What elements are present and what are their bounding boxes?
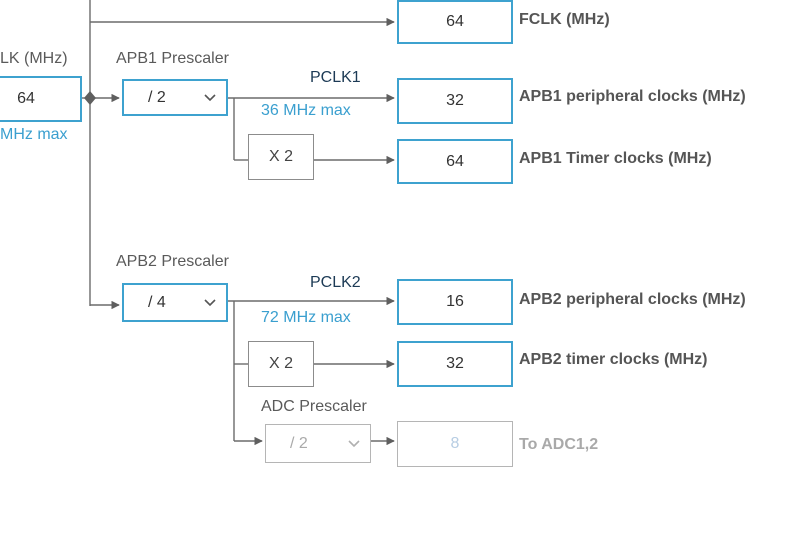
chevron-down-icon <box>204 298 216 306</box>
apb1-timer-multiplier: X 2 <box>248 134 314 180</box>
apb2-peripheral-label: APB2 peripheral clocks (MHz) <box>519 291 746 308</box>
apb2-prescaler-label: APB2 Prescaler <box>116 253 229 270</box>
hclk-label: LK (MHz) <box>0 50 68 67</box>
apb1-peripheral-label: APB1 peripheral clocks (MHz) <box>519 88 746 105</box>
adc-prescaler-select[interactable]: / 2 <box>265 424 371 463</box>
pclk1-label: PCLK1 <box>310 69 361 86</box>
apb1-timer-label: APB1 Timer clocks (MHz) <box>519 150 712 167</box>
chevron-down-icon <box>204 93 216 101</box>
apb1-timer-value-field[interactable]: 64 <box>397 139 513 184</box>
adc-prescaler-label: ADC Prescaler <box>261 398 367 415</box>
hclk-value-field[interactable]: 64 <box>0 76 82 122</box>
hclk-max-label: MHz max <box>0 126 68 143</box>
chevron-down-icon <box>348 439 360 447</box>
apb2-timer-multiplier: X 2 <box>248 341 314 387</box>
fclk-label: FCLK (MHz) <box>519 11 610 28</box>
adc-output-label: To ADC1,2 <box>519 436 599 453</box>
apb1-max-label: 36 MHz max <box>261 102 351 119</box>
apb1-prescaler-label: APB1 Prescaler <box>116 50 229 67</box>
adc-value-field[interactable]: 8 <box>397 421 513 467</box>
adc-prescaler-value: / 2 <box>290 434 308 452</box>
apb1-prescaler-value: / 2 <box>148 88 166 106</box>
apb1-prescaler-select[interactable]: / 2 <box>122 79 228 116</box>
pclk2-label: PCLK2 <box>310 274 361 291</box>
junction-dot <box>84 91 96 105</box>
apb2-max-label: 72 MHz max <box>261 309 351 326</box>
apb2-prescaler-value: / 4 <box>148 293 166 311</box>
fclk-value-field[interactable]: 64 <box>397 0 513 44</box>
apb2-peripheral-value-field[interactable]: 16 <box>397 279 513 325</box>
apb1-peripheral-value-field[interactable]: 32 <box>397 78 513 124</box>
apb2-timer-value-field[interactable]: 32 <box>397 341 513 387</box>
apb2-timer-label: APB2 timer clocks (MHz) <box>519 351 708 368</box>
apb2-prescaler-select[interactable]: / 4 <box>122 283 228 322</box>
